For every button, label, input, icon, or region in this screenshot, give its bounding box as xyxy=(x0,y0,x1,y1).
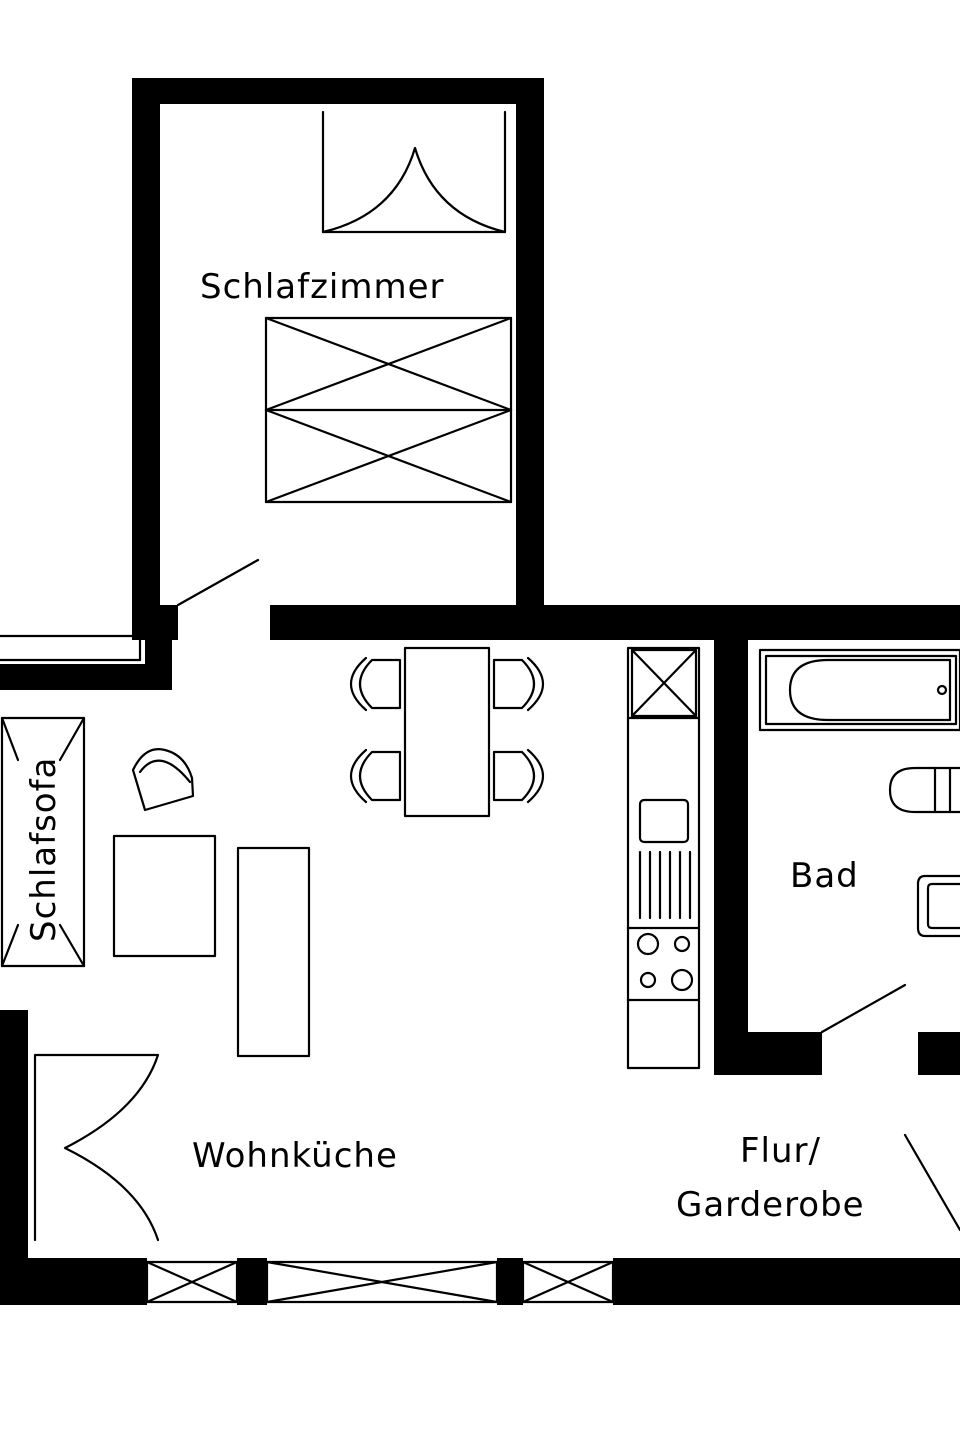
kitchen-counter xyxy=(626,646,701,1070)
labels: Schlafzimmer Wohnküche Bad Flur/ Gardero… xyxy=(24,267,865,1225)
room-label-flur: Flur/ xyxy=(740,1131,821,1171)
room-label-wohnkueche: Wohnküche xyxy=(192,1136,398,1176)
dining-table xyxy=(403,646,491,818)
bedroom-door-swing xyxy=(176,558,260,607)
living-wall-left xyxy=(0,1010,28,1305)
sideboard xyxy=(236,846,311,1058)
furniture-label-schlafsofa: Schlafsofa xyxy=(24,757,64,942)
bedroom-wall-top xyxy=(132,78,544,104)
sofa-bed xyxy=(0,716,86,968)
entrance-door-swing xyxy=(903,1133,960,1232)
doors xyxy=(33,558,960,1242)
drainboard xyxy=(638,850,692,920)
bath-wall-bottom-right xyxy=(918,1032,960,1075)
fridge xyxy=(630,648,698,718)
dining-set xyxy=(350,646,544,818)
living-wall-top xyxy=(270,605,960,640)
windows xyxy=(145,1260,615,1304)
bathtub xyxy=(758,648,960,732)
room-label-garderobe: Garderobe xyxy=(676,1185,865,1225)
bedroom-wall-right xyxy=(516,78,544,640)
living-wall-bottom-4 xyxy=(613,1258,960,1305)
washbasin xyxy=(916,874,960,938)
dining-chair xyxy=(492,748,544,804)
double-bed xyxy=(264,316,513,504)
kitchen-sink xyxy=(638,798,690,844)
bath-door-swing xyxy=(820,983,907,1034)
room-label-bad: Bad xyxy=(790,856,859,896)
toilet xyxy=(888,766,960,814)
dining-chair xyxy=(350,748,402,804)
living-wall-top-left xyxy=(0,664,172,690)
room-label-schlafzimmer: Schlafzimmer xyxy=(200,267,445,307)
living-balcony-door xyxy=(33,1053,160,1242)
window-bottom-3 xyxy=(521,1260,615,1304)
dining-chair xyxy=(350,656,402,712)
living-wall-bottom-2 xyxy=(237,1258,267,1305)
stove xyxy=(636,932,694,992)
window-bottom-2 xyxy=(265,1260,499,1304)
bath-wall-bottom-left xyxy=(714,1032,822,1075)
armchair xyxy=(131,748,195,812)
coffee-table xyxy=(112,834,217,958)
exterior-wall-outline xyxy=(0,634,142,662)
window-bottom-1 xyxy=(145,1260,239,1304)
walls xyxy=(0,78,960,1305)
living-wall-bottom-1 xyxy=(0,1258,147,1305)
wardrobe xyxy=(321,110,507,234)
bedroom-wall-left xyxy=(132,78,160,640)
living-wall-bottom-3 xyxy=(497,1258,523,1305)
dining-chair xyxy=(492,656,544,712)
bath-wall-left xyxy=(714,605,748,1075)
